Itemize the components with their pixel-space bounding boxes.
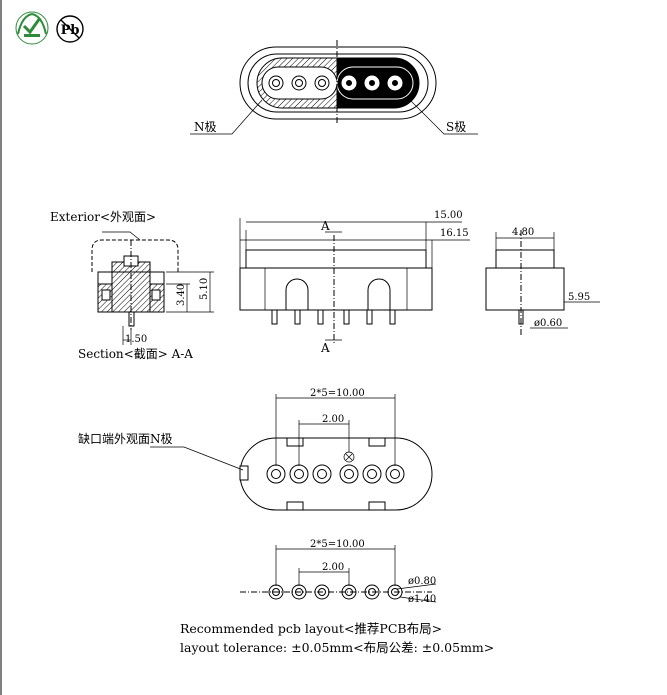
notch-label: 缺口端外观面N极: [78, 431, 173, 446]
pcb-layout-title: Recommended pcb layout<推荐PCB布局>: [180, 621, 442, 636]
front-view: [239, 218, 470, 345]
pcb-pitch-dim: 2.00: [322, 562, 344, 573]
n-pole-label: N极: [194, 120, 217, 134]
front-width-dim: 15.00: [434, 210, 463, 221]
section-caption: Section<截面> A-A: [78, 347, 193, 361]
rohs-leaf-badge-icon: [15, 11, 49, 45]
bottom-view: [150, 394, 433, 511]
section-view: [91, 231, 214, 345]
lead-free-badge: Pb: [56, 15, 84, 43]
front-width-overall-dim: 16.15: [440, 228, 469, 239]
section-height-total-dim: 5.10: [199, 278, 210, 300]
bottom-pitch-total-dim: 2*5=10.00: [310, 388, 365, 399]
section-height-inner-dim: 3.40: [176, 284, 187, 306]
side-pin-diameter-dim: ø0.60: [534, 318, 562, 329]
pcb-pad-diameter-dim: ø1.40: [408, 594, 436, 605]
pcb-pitch-total-dim: 2*5=10.00: [310, 539, 365, 550]
s-pole-label: S极: [446, 120, 466, 134]
side-depth-dim: 4.80: [512, 227, 534, 238]
top-view: [190, 40, 478, 135]
pcb-layout-tolerance: layout tolerance: ±0.05mm<布局公差: ±0.05mm>: [180, 640, 494, 655]
side-pin-length-dim: 5.95: [568, 292, 590, 303]
section-mark-bottom: A: [320, 341, 330, 355]
side-view: [485, 230, 600, 335]
pcb-layout: [240, 545, 437, 603]
section-pin-offset-dim: 1.50: [125, 334, 147, 345]
section-mark-top: A: [320, 219, 330, 233]
exterior-label: Exterior<外观面>: [50, 210, 156, 224]
pcb-hole-diameter-dim: ø0.80: [408, 576, 436, 587]
bottom-pitch-dim: 2.00: [322, 414, 344, 425]
